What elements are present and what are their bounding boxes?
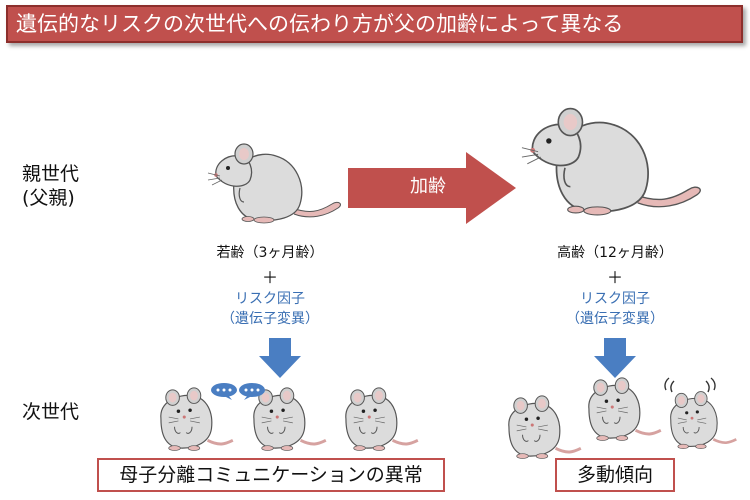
old-risk-line2: （遺伝子変異） (566, 311, 664, 327)
old-age-label: 高齢（12ヶ月齢） (557, 245, 673, 261)
young-offspring-mouse-3 (344, 386, 420, 452)
speech-bubble-icon (239, 383, 265, 400)
young-plus-sign: ＋ (261, 268, 278, 287)
next-generation-label: 次世代 (22, 401, 80, 423)
title-text: 遺伝的なリスクの次世代への伝わり方が父の加齢によって異なる (16, 12, 624, 36)
speech-bubble-icon (211, 383, 237, 400)
aging-arrow (348, 152, 516, 224)
young-outcome-text: 母子分離コミュニケーションの異常 (119, 464, 423, 486)
parent-generation-line1: 親世代 (22, 163, 80, 185)
young-father-mouse (207, 143, 342, 224)
aging-arrow-label: 加齢 (410, 176, 446, 197)
old-plus-sign: ＋ (606, 268, 623, 287)
old-outcome-text: 多動傾向 (576, 464, 653, 486)
young-outcome-box: 母子分離コミュニケーションの異常 (97, 458, 445, 492)
old-offspring-mouse-1 (507, 394, 583, 460)
old-offspring-mouse-2 (587, 376, 663, 442)
young-age-label: 若齢（3ヶ月齢） (216, 245, 324, 261)
young-down-arrow (259, 338, 301, 378)
old-risk-line1: リスク因子 (580, 291, 650, 307)
title-banner: 遺伝的なリスクの次世代への伝わり方が父の加齢によって異なる (6, 5, 743, 43)
young-risk-line1: リスク因子 (235, 291, 305, 307)
motion-lines-icon (664, 377, 716, 393)
parent-generation-label: 親世代 (父親) (22, 162, 79, 210)
old-down-arrow (594, 338, 636, 378)
young-risk-line2: （遺伝子変異） (221, 311, 319, 327)
parent-generation-line2: (父親) (22, 187, 75, 209)
old-outcome-box: 多動傾向 (555, 458, 675, 492)
old-father-mouse (521, 107, 702, 216)
